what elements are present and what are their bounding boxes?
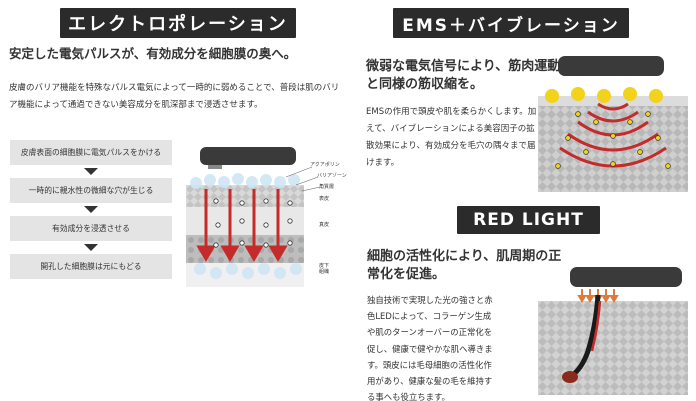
label-epidermis: 表皮 (319, 196, 330, 202)
label-stratum-corneum: 角質層 (319, 184, 335, 190)
ems-lead: 微弱な電気信号により、筋肉運動と同様の筋収縮を。 (366, 59, 561, 92)
ems-title: EMS＋バイブレーション (393, 8, 629, 38)
ems-diagram (538, 56, 688, 192)
red-light-body: 独自技術で実現した光の強さと赤色LEDによって、コラーゲン生成や肌のターンオーバ… (367, 295, 493, 401)
step-1: 皮膚表面の細胞膜に電気パルスをかける (10, 140, 172, 165)
step-arrow-1 (84, 168, 98, 175)
red-light-lead: 細胞の活性化により、肌周期の正常化を促進。 (367, 249, 562, 282)
red-light-diagram (538, 265, 688, 395)
electroporation-title: エレクトロポレーション (60, 8, 296, 38)
electroporation-body: 皮膚のバリア機能を特殊なパルス電気によって一時的に弱めることで、普段は肌のバリア… (9, 83, 340, 110)
ems-body: EMSの作用で頭皮や肌を柔らかくします。加えて、バイブレーションによる美容因子の… (366, 107, 537, 168)
label-aquaporin: アクアポリン (310, 162, 340, 168)
device-head (570, 267, 682, 287)
step-4: 開孔した細胞膜は元にもどる (10, 254, 172, 279)
step-arrow-3 (84, 244, 98, 251)
device-head (558, 56, 664, 76)
red-light-title: RED LIGHT (457, 206, 600, 234)
step-3: 有効成分を浸透させる (10, 216, 172, 241)
label-subcutaneous: 皮下組織 (319, 263, 330, 275)
step-2: 一時的に親水性の微細な穴が生じる (10, 178, 172, 203)
step-arrow-2 (84, 206, 98, 213)
electroporation-lead: 安定した電気パルスが、有効成分を細胞膜の奥へ。 (9, 46, 297, 61)
label-dermis: 真皮 (319, 222, 330, 228)
device-head (200, 147, 296, 165)
label-barrier-zone: バリアゾーン (317, 173, 347, 179)
electroporation-diagram: アクアポリン バリアゾーン 角質層 表皮 真皮 皮下組織 (186, 145, 347, 290)
